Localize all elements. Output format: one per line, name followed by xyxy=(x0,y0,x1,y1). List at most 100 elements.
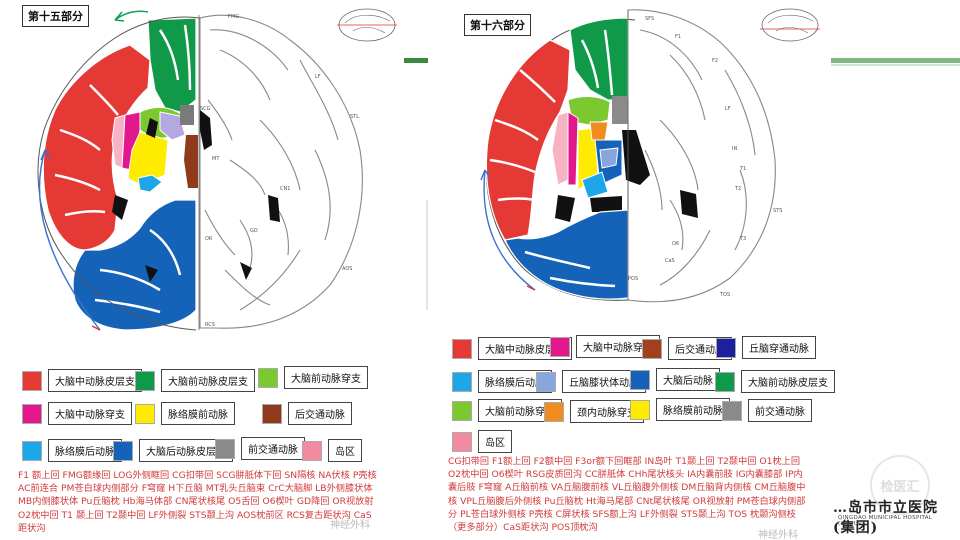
legend-item: 岛区 xyxy=(452,430,512,453)
legend-label: 脉络膜后动脉 xyxy=(48,439,122,462)
legend-swatch xyxy=(215,438,235,459)
watermark-right: 神经外科 xyxy=(758,530,798,540)
hospital-name: …岛市市立医院(集团) xyxy=(833,500,938,536)
brain-diagram-left: FMG SCG LF STL AOS RCS CN1 OR MT GD xyxy=(37,8,397,331)
svg-text:TOS: TOS xyxy=(719,292,730,298)
hospital-name-english: QINGDAO MUNICIPAL HOSPITAL (GROUP) xyxy=(838,515,933,527)
legend-label: 大脑中动脉穿支 xyxy=(48,402,132,425)
mca-perforator-region-right xyxy=(567,111,579,186)
svg-text:CN1: CN1 xyxy=(280,186,290,192)
legend-swatch xyxy=(715,371,735,392)
section-title-left: 第十五部分 xyxy=(22,5,89,27)
legend-item: 大脑中动脉皮层支 xyxy=(452,337,572,360)
posterior-choroidal-region xyxy=(137,174,163,193)
legend-label: 前交通动脉 xyxy=(241,437,305,460)
svg-text:IN: IN xyxy=(732,146,737,152)
svg-text:F2: F2 xyxy=(712,58,718,64)
legend-item: 脉络膜前动脉 xyxy=(630,398,730,421)
brain-diagram-right: SFS F1 F2 LF IN T1 T2 STS T3 O6 CaS POS … xyxy=(480,8,820,303)
legend-item: 前交通动脉 xyxy=(722,399,812,422)
inset-brain-icon-left xyxy=(337,8,397,42)
legend-swatch xyxy=(135,403,155,424)
legend-item: 大脑前动脉穿支 xyxy=(258,366,368,389)
left-panel: 第十五部分 xyxy=(0,0,405,540)
legend-item: 大脑后动脉 xyxy=(630,368,720,391)
legend-item: 颈内动脉穿支 xyxy=(544,400,644,423)
legend-label: 前交通动脉 xyxy=(748,399,812,422)
legend-label: 岛区 xyxy=(478,430,512,453)
svg-text:T3: T3 xyxy=(739,236,746,242)
green-accent-bar-right xyxy=(831,58,960,63)
svg-text:STS: STS xyxy=(773,208,782,214)
legend-item: 后交通动脉 xyxy=(262,402,352,425)
svg-text:T1: T1 xyxy=(739,166,746,172)
divider-line xyxy=(426,200,428,310)
insula-region xyxy=(111,114,126,169)
legend-swatch xyxy=(452,400,472,421)
legend-swatch xyxy=(716,337,736,358)
abbreviation-list-right: CG扣带回 F1额上回 F2额中回 F3or额下回眶部 IN岛叶 T1颞上回 T… xyxy=(448,456,806,534)
legend-label: 丘脑穿通动脉 xyxy=(742,336,816,359)
legend-swatch xyxy=(262,403,282,424)
svg-text:T2: T2 xyxy=(734,186,741,192)
legend-item: 丘脑穿通动脉 xyxy=(716,336,816,359)
right-panel: 第十六部分 xyxy=(440,0,835,540)
svg-text:MT: MT xyxy=(212,156,220,162)
right-hemisphere-outline xyxy=(199,14,363,329)
legend-label: 大脑前动脉穿支 xyxy=(284,366,368,389)
abbreviation-list-left: F1 额上回 FMG额缘回 LOG外侧眶回 CG扣带回 SCG胼胝体下回 SN隔… xyxy=(18,470,377,534)
green-accent-bar-right-thin xyxy=(831,64,960,66)
legend-swatch xyxy=(630,399,650,420)
legend-item: 大脑前动脉皮层支 xyxy=(715,370,835,393)
pcom-region xyxy=(184,135,198,188)
legend-label: 大脑前动脉皮层支 xyxy=(741,370,835,393)
legend-item: 岛区 xyxy=(302,439,362,462)
section-title-right: 第十六部分 xyxy=(464,14,531,36)
legend-label: 后交通动脉 xyxy=(288,402,352,425)
legend-item: 脉络膜前动脉 xyxy=(135,402,235,425)
legend-label: 大脑后动脉 xyxy=(656,368,720,391)
legend-swatch xyxy=(452,338,472,359)
legend-swatch xyxy=(544,401,564,422)
svg-text:SFS: SFS xyxy=(645,16,654,22)
legend-item: 前交通动脉 xyxy=(215,437,305,460)
watermark-left: 神经外科 xyxy=(330,520,370,531)
svg-text:FMG: FMG xyxy=(228,14,239,20)
legend-label: 大脑前动脉皮层支 xyxy=(161,369,255,392)
svg-text:CaS: CaS xyxy=(665,258,675,264)
svg-text:LF: LF xyxy=(315,74,321,80)
legend-label: 脉络膜后动脉 xyxy=(478,370,552,393)
svg-text:STL: STL xyxy=(350,114,359,120)
legend-item: 大脑后动脉皮层支 xyxy=(113,439,233,462)
insula-region-right xyxy=(551,111,569,186)
legend-swatch xyxy=(452,431,472,452)
legend-item: 大脑前动脉皮层支 xyxy=(135,369,255,392)
svg-text:AOS: AOS xyxy=(342,266,352,272)
green-accent-bar-left xyxy=(404,58,428,63)
legend-item: 大脑中动脉穿支 xyxy=(22,402,132,425)
svg-text:GD: GD xyxy=(250,228,258,234)
legend-swatch xyxy=(135,370,155,391)
svg-text:LF: LF xyxy=(725,106,731,112)
legend-swatch xyxy=(22,370,42,391)
legend-label: 大脑中动脉皮层支 xyxy=(48,369,142,392)
legend-swatch xyxy=(630,369,650,390)
legend-label: 脉络膜前动脉 xyxy=(161,402,235,425)
svg-text:POS: POS xyxy=(628,276,638,282)
legend-item: 脉络膜后动脉 xyxy=(22,439,122,462)
svg-text:RCS: RCS xyxy=(205,322,215,328)
legend-swatch xyxy=(302,440,322,461)
aca-cortical-region-right xyxy=(569,17,629,101)
legend-swatch xyxy=(722,400,742,421)
legend-label: 岛区 xyxy=(328,439,362,462)
inset-brain-icon-right xyxy=(760,8,820,42)
svg-text:O6: O6 xyxy=(672,241,679,247)
legend-swatch xyxy=(452,371,472,392)
stamp-logo: 检医汇 xyxy=(870,455,930,515)
legend-swatch xyxy=(258,367,278,388)
legend-swatch xyxy=(22,403,42,424)
legend-item: 脉络膜后动脉 xyxy=(452,370,552,393)
svg-text:OR: OR xyxy=(205,236,213,242)
svg-text:F1: F1 xyxy=(675,34,681,40)
legend-swatch xyxy=(550,336,570,357)
